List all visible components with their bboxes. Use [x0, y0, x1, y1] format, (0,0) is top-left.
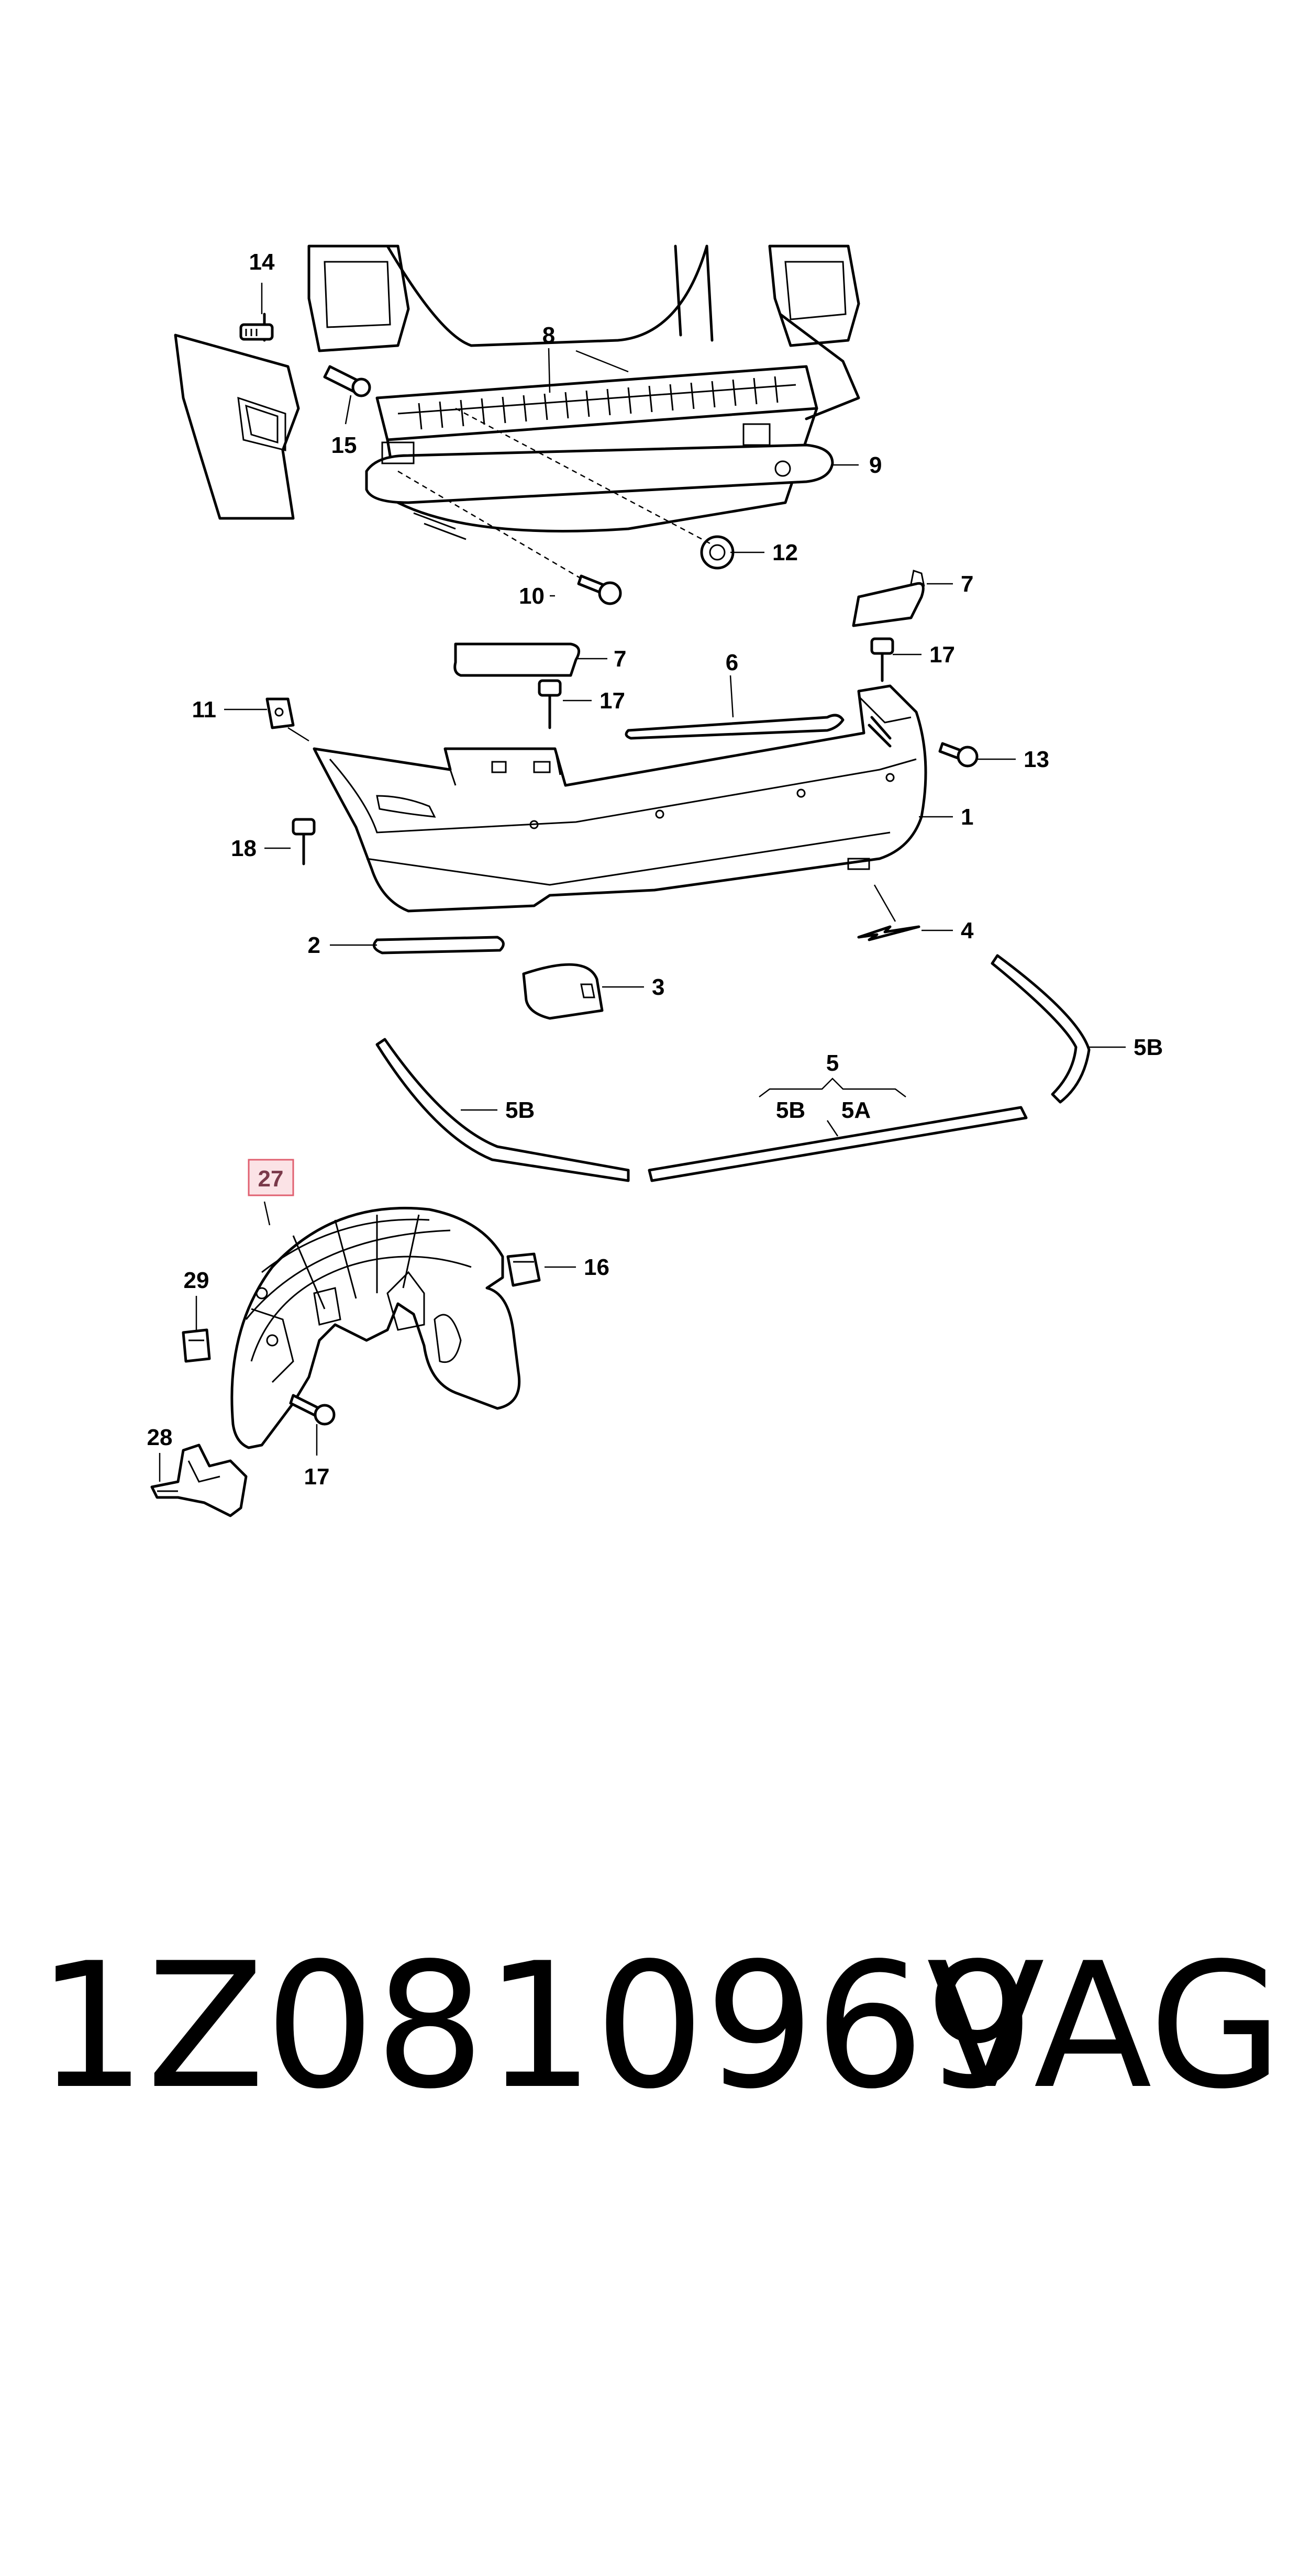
callout-9: 9: [869, 452, 882, 478]
bolt-17-center-icon: [538, 679, 562, 729]
callout-16: 16: [584, 1254, 609, 1280]
cap-3: [522, 963, 604, 1020]
moulding-5b-left: [375, 1038, 630, 1182]
clip-29-icon: [182, 1328, 211, 1363]
clip-16-icon: [506, 1252, 541, 1287]
callout-5a: 5A: [841, 1097, 871, 1123]
callout-6: 6: [726, 650, 738, 675]
callout-7-top: 7: [961, 571, 973, 597]
bolt-10-icon: [577, 574, 622, 605]
callout-18: 18: [231, 836, 257, 861]
callout-13: 13: [1024, 747, 1049, 772]
trim-2: [372, 936, 505, 954]
bracket-28-icon: [150, 1444, 248, 1517]
callout-17-lower: 17: [304, 1464, 330, 1490]
callout-1: 1: [961, 804, 973, 830]
trim-7-right: [852, 582, 925, 627]
bolt-18-icon: [292, 818, 316, 865]
bumper-cover-1: [313, 684, 927, 913]
callout-12: 12: [772, 540, 798, 565]
callout-17-upper: 17: [929, 642, 955, 668]
callout-28: 28: [147, 1425, 173, 1450]
wheel-arch-liner-27: [230, 1206, 521, 1449]
trim-7-center: [453, 642, 581, 677]
bolt-17-upper-icon: [870, 637, 894, 682]
callout-5b-left: 5B: [505, 1097, 535, 1123]
clip-11-icon: [265, 697, 295, 729]
callout-3: 3: [652, 974, 664, 1000]
brand-name: VAG: [926, 1926, 1283, 2127]
callout-11: 11: [192, 697, 216, 723]
callout-17-center: 17: [599, 688, 625, 714]
bolt-15-icon: [323, 365, 371, 397]
part-number: 1Z0810969: [37, 1926, 1035, 2127]
bolt-14-icon: [239, 313, 274, 342]
callout-2: 2: [308, 932, 320, 958]
footer-caption: 1Z0810969 VAG: [37, 1916, 1283, 2136]
callout-8: 8: [542, 323, 555, 348]
bolt-13-icon: [938, 742, 979, 768]
callout-29: 29: [184, 1268, 209, 1293]
bolt-17-lower-icon: [289, 1394, 336, 1426]
callout-10: 10: [519, 583, 545, 609]
callout-5b-right: 5B: [1134, 1035, 1163, 1060]
strip-6: [625, 714, 845, 740]
moulding-5a-center: [648, 1106, 1028, 1182]
callout-4: 4: [961, 918, 974, 943]
callout-27-highlight: 27: [248, 1159, 294, 1196]
callout-7-mid: 7: [614, 646, 626, 672]
callout-5b-center: 5B: [776, 1097, 805, 1123]
callout-15: 15: [331, 432, 357, 458]
callout-14: 14: [249, 249, 275, 275]
callout-5: 5: [826, 1050, 839, 1076]
rear-body-frame: [174, 245, 860, 540]
parts-diagram: 14 8 15 9 12 10 7 7 17 6 17 11 13 1 18 2…: [147, 245, 1163, 1517]
callout-27: 27: [258, 1166, 284, 1192]
badge-4-icon: [857, 925, 920, 941]
moulding-5b-right: [991, 954, 1091, 1104]
